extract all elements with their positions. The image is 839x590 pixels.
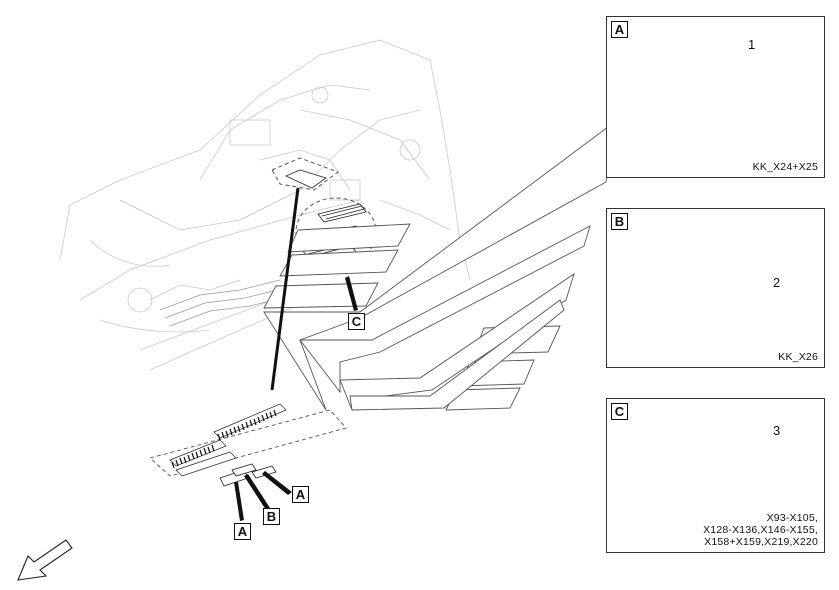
panel-a-letter: A <box>611 21 628 38</box>
panel-c-callout-number: 3 <box>773 423 781 438</box>
tag-pointer-wedges <box>234 276 358 521</box>
tag-a-right: A <box>292 486 309 503</box>
fuse-relay-board <box>149 403 347 487</box>
detail-panel-a: A 1 KK_X24+X25 <box>606 16 825 178</box>
detail-panel-b: B 2 KK_X26 <box>606 208 825 368</box>
tag-a-left: A <box>234 523 251 540</box>
vehicle-ghost-outline <box>59 39 471 371</box>
panel-b-letter: B <box>611 213 628 230</box>
tag-b: B <box>263 508 280 525</box>
panel-c-letter: C <box>611 403 628 420</box>
leader-line-main <box>270 187 300 391</box>
panel-b-caption: KK_X26 <box>778 351 818 363</box>
detail-panel-c: C 3 X93-X105, X128-X136,X146-X155, X158+… <box>606 398 825 553</box>
projection-bands <box>263 123 613 411</box>
panel-c-caption: X93-X105, X128-X136,X146-X155, X158+X159… <box>703 512 818 548</box>
front-direction-arrow-icon <box>17 539 73 581</box>
panel-a-callout-number: 1 <box>748 37 756 52</box>
panel-a-caption: KK_X24+X25 <box>752 161 818 173</box>
panel-b-callout-number: 2 <box>773 275 781 290</box>
control-unit-dashed-box <box>271 157 340 191</box>
tag-c: C <box>348 313 365 330</box>
